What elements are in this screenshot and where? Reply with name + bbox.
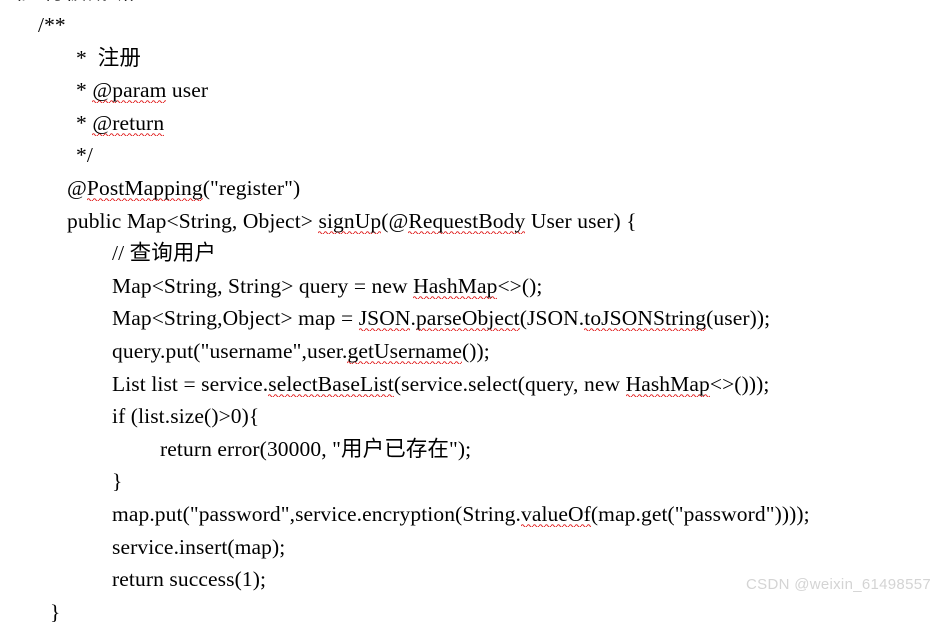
code-line-text-pre: *	[76, 78, 93, 103]
code-line-text-a: query.put("username",user.	[112, 338, 348, 363]
code-line-service-insert: service.insert(map);	[0, 531, 945, 564]
code-line-text-b: <>();	[497, 273, 543, 298]
code-line-comment-title: * 注册	[0, 42, 945, 75]
spellcheck-token-param: @param	[92, 78, 167, 104]
code-line-map-decl: Map<String,Object> map = JSON.parseObjec…	[0, 302, 945, 335]
spellcheck-token-requestbody: RequestBody	[408, 208, 526, 234]
code-line-if-close-brace: }	[0, 465, 945, 498]
code-line-text: service.insert(map);	[112, 534, 286, 559]
code-line-text-b: ());	[462, 338, 490, 363]
spellcheck-token-getusername: getUsername	[347, 338, 463, 364]
code-line-text-post: user	[166, 78, 209, 103]
code-line-comment-close: */	[0, 139, 945, 172]
spellcheck-token-selectbaselist: selectBaseList	[268, 371, 394, 397]
code-line-text-b: .	[410, 306, 416, 331]
code-line-query-put: query.put("username",user.getUsername())…	[0, 335, 945, 368]
code-line-text-pre: @	[67, 175, 87, 200]
spellcheck-token-postmapping: PostMapping	[86, 175, 203, 201]
code-line-text: if (list.size()>0){	[112, 404, 260, 429]
code-line-if-statement: if (list.size()>0){	[0, 400, 945, 433]
code-line-text-post: ("register")	[202, 175, 301, 200]
code-line-text: * 注册	[76, 45, 142, 70]
spellcheck-token-tojsonstring: toJSONString	[584, 306, 707, 332]
code-line-text-d: (user));	[706, 306, 771, 331]
code-line-text-c: User user) {	[525, 208, 637, 233]
code-line-comment-query-user: // 查询用户	[0, 237, 945, 270]
code-line-list-decl: List list = service.selectBaseList(servi…	[0, 368, 945, 401]
code-line-method-signature: public Map<String, Object> signUp(@Reque…	[0, 205, 945, 238]
code-line-text-c: (JSON.	[519, 306, 585, 331]
spellcheck-token-valueof: valueOf	[520, 501, 591, 527]
code-line-text-a: map.put("password",service.encryption(St…	[112, 501, 521, 526]
code-line-query-decl: Map<String, String> query = new HashMap<…	[0, 270, 945, 303]
spellcheck-token-return: @return	[92, 110, 165, 136]
code-line-text: （此行被截断）	[0, 0, 151, 9]
code-line-text: }	[50, 599, 61, 624]
code-line-text: /**	[38, 13, 66, 37]
code-line-text: // 查询用户	[112, 241, 217, 266]
code-line-comment-param: * @param user	[0, 74, 945, 107]
code-line-return-error: return error(30000, "用户已存在");	[0, 433, 945, 466]
code-line-text-b: (@	[381, 208, 409, 233]
csdn-watermark: CSDN @weixin_61498557	[746, 576, 931, 593]
spellcheck-token-signup: signUp	[318, 208, 382, 234]
code-line-text-a: List list = service.	[112, 371, 269, 396]
code-line-text-c: <>()));	[709, 371, 770, 396]
code-line-text-a: public Map<String, Object>	[67, 208, 319, 233]
code-line-annotation-postmapping: @PostMapping("register")	[0, 172, 945, 205]
spellcheck-token-hashmap-2: HashMap	[625, 371, 710, 397]
code-line-text-a: Map<String, String> query = new	[112, 273, 414, 298]
spellcheck-token-hashmap-1: HashMap	[413, 273, 498, 299]
code-line-text: }	[112, 469, 123, 494]
code-line-text-a: Map<String,Object> map =	[112, 306, 359, 331]
code-line-text: return success(1);	[112, 567, 267, 592]
code-line-comment-open: /**	[0, 9, 945, 42]
code-line-text-b: (service.select(query, new	[393, 371, 626, 396]
code-line-text-pre: *	[76, 110, 93, 135]
code-line-return-success: return success(1);	[0, 563, 945, 596]
code-line-text-b: (map.get("password"))));	[590, 501, 810, 526]
code-line-clipped-top: （此行被截断）	[0, 0, 945, 9]
spellcheck-token-json: JSON	[358, 306, 411, 332]
code-line-comment-return: * @return	[0, 107, 945, 140]
code-line-text: */	[76, 143, 93, 168]
code-line-map-put-password: map.put("password",service.encryption(St…	[0, 498, 945, 531]
spellcheck-token-parseobject: parseObject	[415, 306, 520, 332]
code-line-text: return error(30000, "用户已存在");	[160, 436, 472, 461]
